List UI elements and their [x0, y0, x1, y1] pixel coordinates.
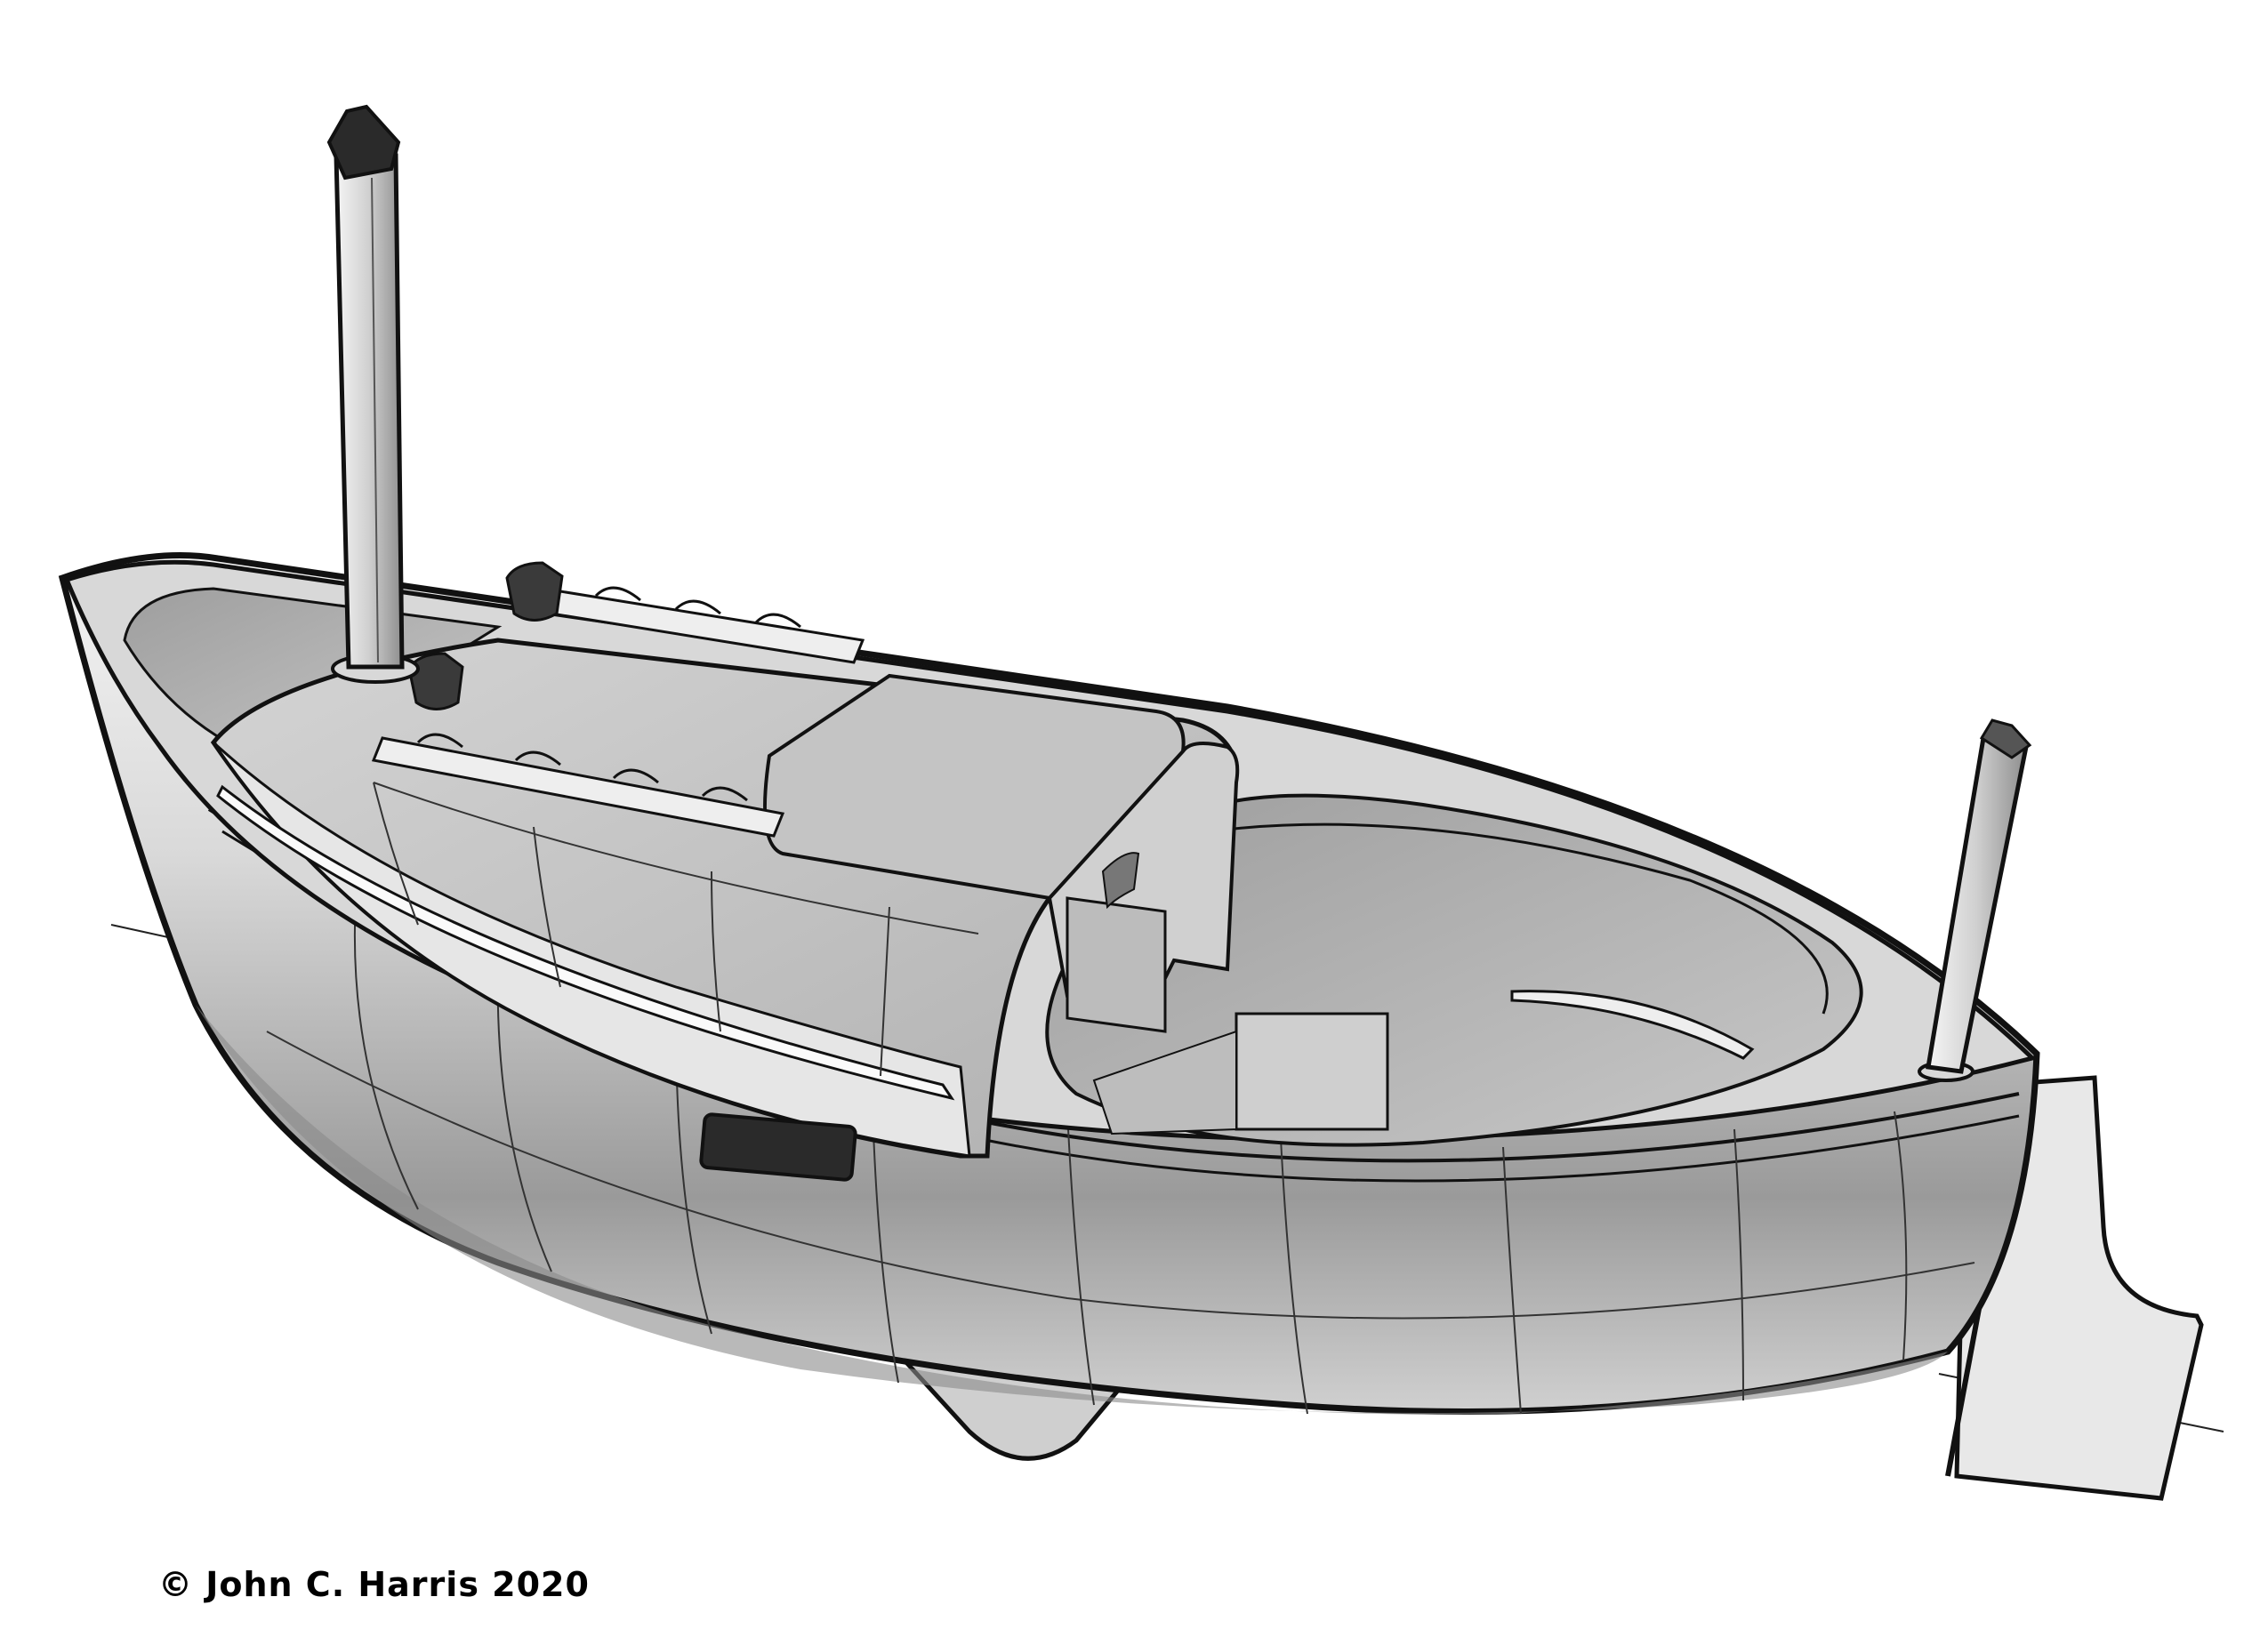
cockpit-seat-back [1235, 1012, 1389, 1131]
cleat-forward [407, 652, 464, 710]
cabin-seams [373, 782, 979, 1077]
hull-bottom-shade [196, 1005, 1948, 1415]
grab-rail-port [371, 733, 785, 838]
main-mast-cap [326, 104, 401, 181]
main-mast [334, 153, 405, 670]
main-mast-edge [371, 177, 379, 663]
cleat-aft [505, 561, 564, 622]
vent-slot [1101, 852, 1140, 910]
sliding-hatch [763, 673, 1186, 901]
tiller-slot [1510, 990, 1755, 1060]
portlight [699, 1112, 857, 1182]
handrail-side [216, 784, 955, 1101]
mizzen-mast-cap [1979, 718, 2032, 759]
cockpit-floor [1092, 1030, 1237, 1135]
aft-coaming-inner [1209, 823, 1829, 1015]
copyright-text: © John C. Harris 2020 [158, 1565, 590, 1604]
companionway-step [1066, 896, 1167, 1033]
